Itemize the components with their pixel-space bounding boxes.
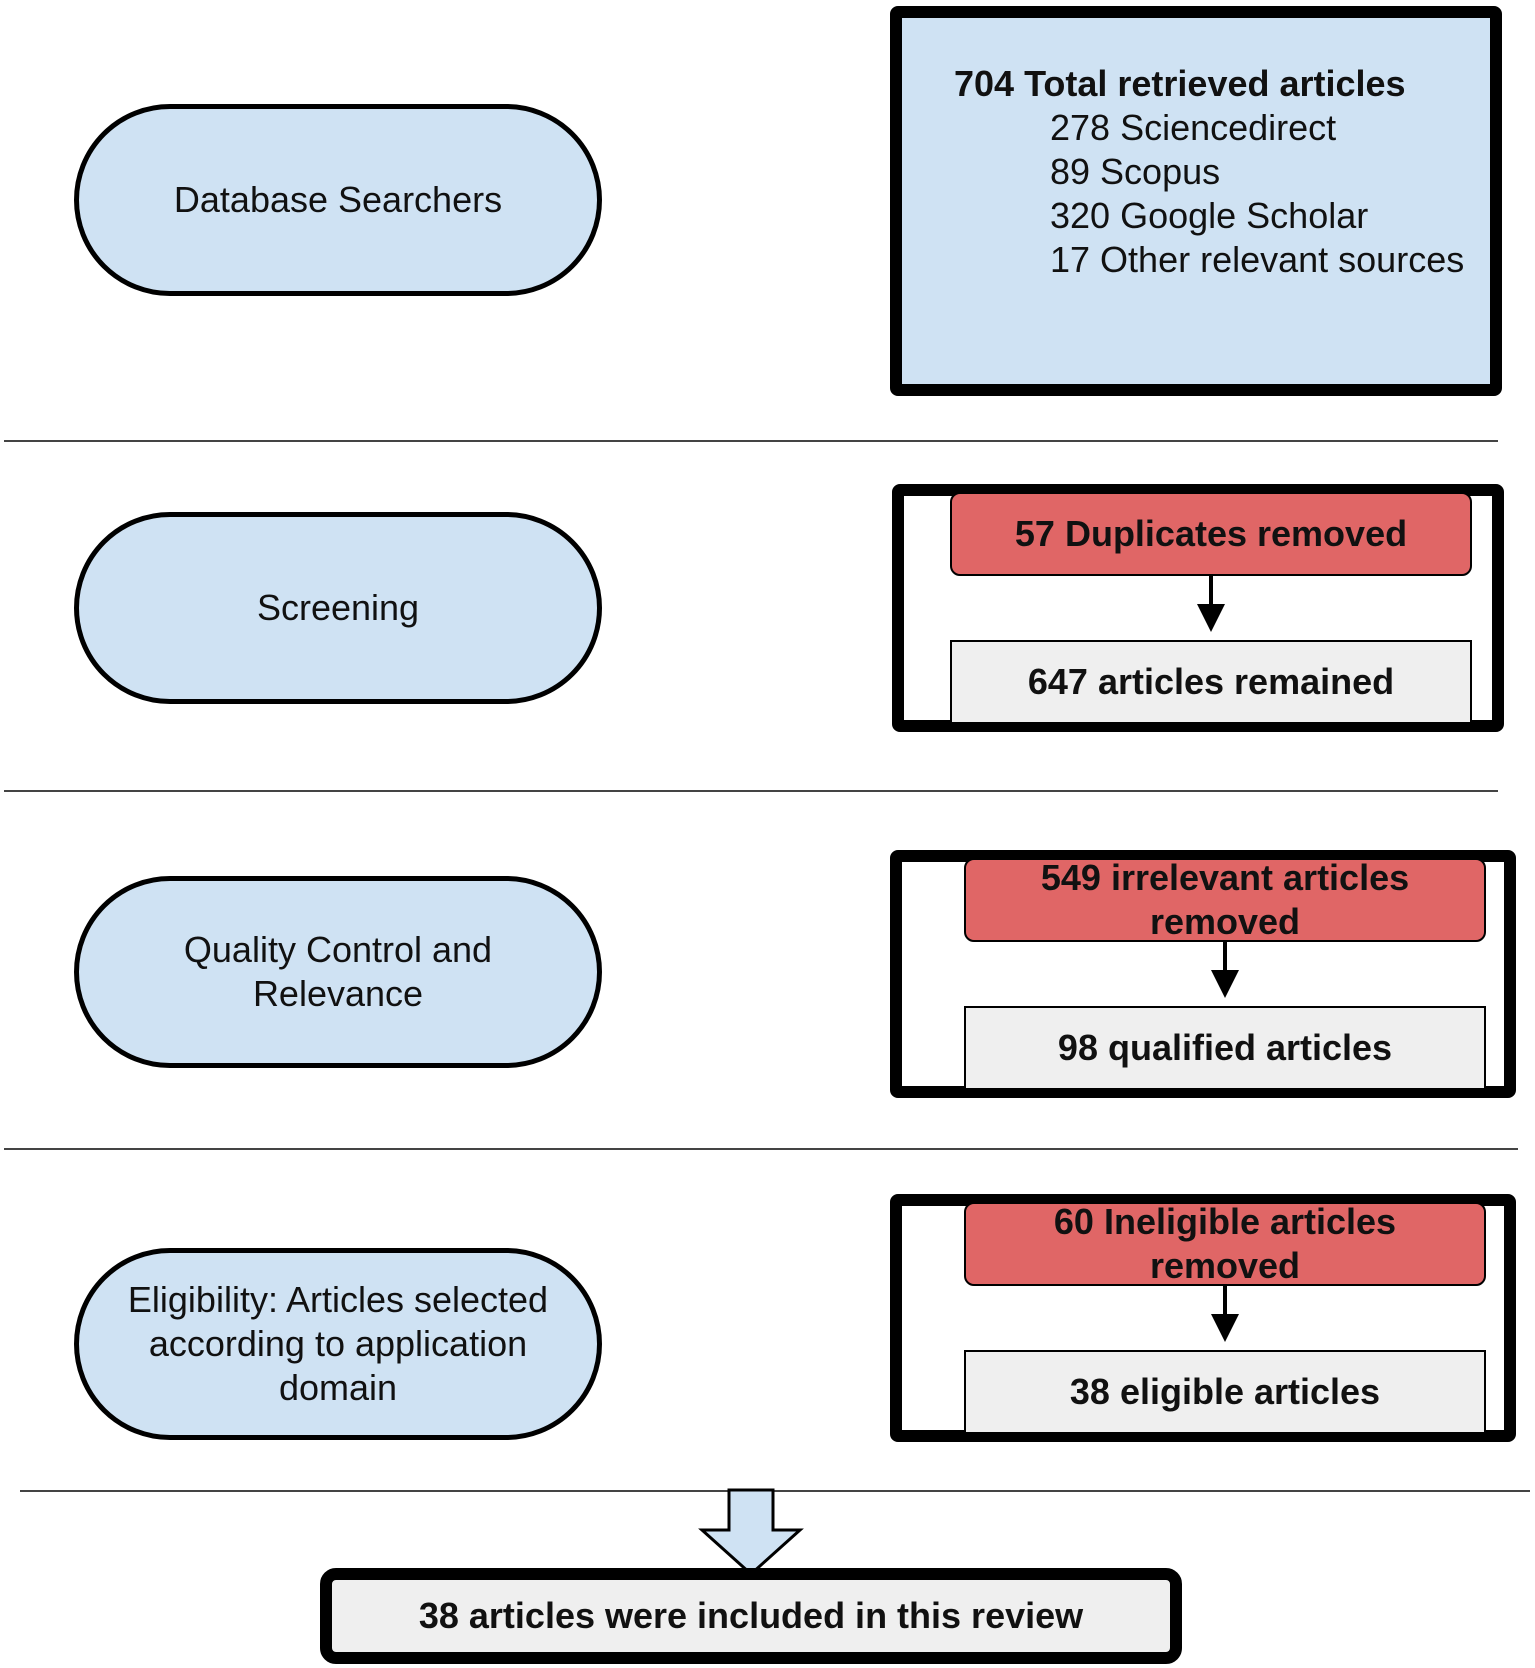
ineligible-removed-label: 60 Ineligible articles removed: [1053, 1201, 1397, 1286]
qualified-articles-box: 98 qualified articles: [964, 1006, 1486, 1090]
eligibility-arrow-head: [1211, 1314, 1239, 1342]
divider-3: [4, 1148, 1518, 1150]
stage-quality-control: Quality Control and Relevance: [74, 876, 602, 1068]
articles-remained-label: 647 articles remained: [1027, 661, 1395, 702]
quality-arrow-shaft: [1223, 942, 1227, 972]
divider-4: [20, 1490, 1530, 1492]
duplicates-removed-box: 57 Duplicates removed: [950, 492, 1472, 576]
final-down-arrow-icon: [698, 1488, 804, 1576]
source-list: 278 Sciencedirect 89 Scopus 320 Google S…: [954, 106, 1490, 282]
stage-screening: Screening: [74, 512, 602, 704]
stage-database-label: Database Searchers: [173, 179, 503, 220]
eligible-articles-box: 38 eligible articles: [964, 1350, 1486, 1434]
divider-2: [4, 790, 1498, 792]
irrelevant-removed-box: 549 irrelevant articles removed: [964, 857, 1486, 942]
source-item: 320 Google Scholar: [1050, 195, 1369, 236]
final-result-box: 38 articles were included in this review: [320, 1568, 1182, 1664]
retrieval-box: 704 Total retrieved articles 278 Science…: [890, 6, 1502, 396]
quality-arrow-head: [1211, 970, 1239, 998]
duplicates-removed-label: 57 Duplicates removed: [1014, 513, 1408, 554]
stage-eligibility: Eligibility: Articles selected according…: [74, 1248, 602, 1440]
screening-arrow-head: [1197, 604, 1225, 632]
divider-1: [4, 440, 1498, 442]
source-item: 17 Other relevant sources: [1050, 239, 1465, 280]
stage-database-searchers: Database Searchers: [74, 104, 602, 296]
total-retrieved: 704 Total retrieved articles: [954, 63, 1406, 104]
source-item: 89 Scopus: [1050, 151, 1221, 192]
ineligible-removed-box: 60 Ineligible articles removed: [964, 1201, 1486, 1286]
screening-arrow-shaft: [1209, 576, 1213, 606]
stage-quality-label: Quality Control and Relevance: [183, 929, 493, 1014]
irrelevant-removed-label: 549 irrelevant articles removed: [1040, 857, 1410, 942]
source-item: 278 Sciencedirect: [1050, 107, 1337, 148]
eligible-articles-label: 38 eligible articles: [1069, 1371, 1381, 1412]
stage-screening-label: Screening: [256, 587, 420, 628]
final-result-label: 38 articles were included in this review: [418, 1595, 1084, 1636]
qualified-articles-label: 98 qualified articles: [1057, 1027, 1393, 1068]
eligibility-arrow-shaft: [1223, 1286, 1227, 1316]
stage-eligibility-label: Eligibility: Articles selected according…: [127, 1279, 549, 1408]
articles-remained-box: 647 articles remained: [950, 640, 1472, 724]
